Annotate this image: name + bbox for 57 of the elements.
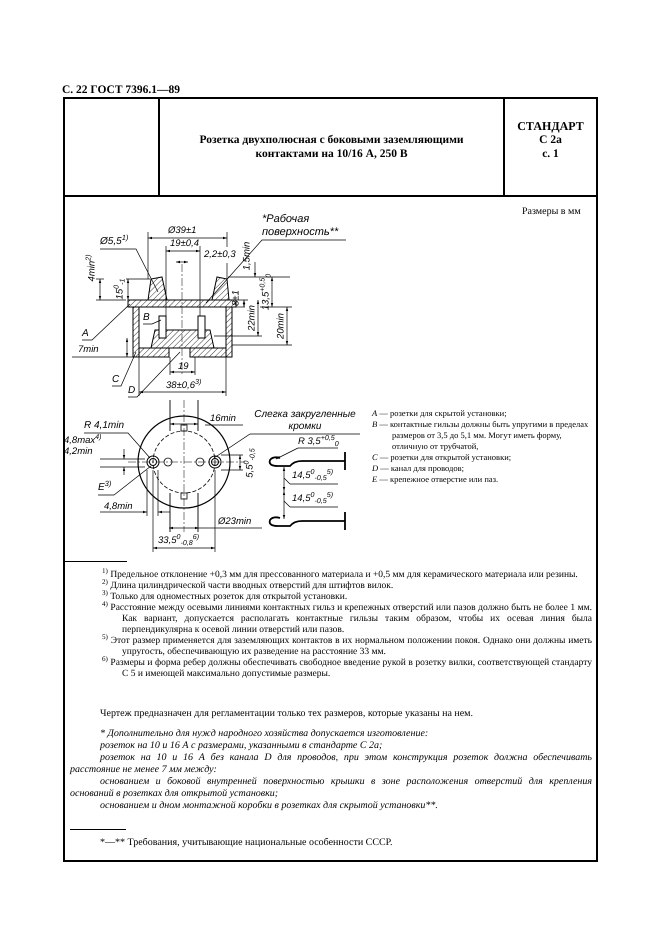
dimension-label: 2,2±0,3	[204, 250, 236, 260]
leader-line	[142, 320, 162, 324]
dimension-label: 7min	[78, 345, 99, 354]
callout-text: D	[128, 385, 136, 397]
footnote: $^{2)}$ Длина цилиндрической части вводных отверстий для штифтов вилок.	[102, 581, 394, 591]
dimension-label: 4,8max$^{4)}$	[64, 436, 102, 446]
footnote: $^{4)}$ Расстояние между осевыми линиями контактных гильз и крепежных отверстий или пазов должно быть не более 1 мм. Как вариант, допускается располагать контактные гильзы таким образом, чтобы их осевая линия была перпендикулярна к осевой линии отверстий или пазов.	[102, 603, 592, 635]
note-text: основанием и боковой внутренней поверхностью крышки в зоне расположения отверстий для крепления оснований в розетках для открытой установки;	[70, 776, 592, 800]
page-header: С. 22 ГОСТ 7396.1—89	[62, 83, 180, 98]
leader-line	[206, 240, 346, 304]
callout-text: *Рабочая поверхность**	[262, 213, 340, 239]
leader-line	[82, 304, 130, 340]
footnote: $^{6)}$ Размеры и форма ребер должны обеспечивать свободное введение рукой в розетку вилки, соответствующей стандарту С 5 и имеющей максимально допустимые размеры.	[102, 658, 592, 680]
dimension-label: Ø39±1	[168, 226, 196, 236]
dimension-label: 19±0,4	[170, 239, 199, 248]
note-text: Чертеж предназначен для регламентации только тех размеров, которые указаны на нем.	[100, 707, 474, 721]
footnote: $^{3)}$ Только для одноместных розеток для открытой установки.	[102, 592, 348, 602]
dimension-label: 20min	[276, 313, 286, 339]
standard-label: с. 1	[542, 147, 559, 161]
dimension-label: 16min	[210, 414, 236, 424]
callout-text: A	[82, 328, 90, 340]
note-text: розеток на 10 и 16 А без канала D для проводов, при этом конструкция розеток должна обеспечивать расстояние не менее 7 мм между:	[70, 752, 592, 776]
units-note: Размеры в мм	[522, 205, 581, 219]
footnote: *—** Требования, учитывающие национальные особенности СССР.	[100, 836, 392, 850]
footnote: $^{1)}$ Предельное отклонение +0,3 мм для прессованного материала и +0,5 мм для керамического материала или резины.	[102, 570, 579, 580]
dimension-label: 22min	[247, 305, 257, 331]
legend-text: A — розетки для скрытой установки;	[372, 408, 508, 419]
callout-text: E$^{3)}$	[98, 482, 112, 494]
leader-line	[128, 352, 180, 398]
callout-text: B	[143, 312, 151, 324]
legend-text: E — крепежное отверстие или паз.	[372, 474, 500, 485]
callout-text: Слегка закругленные кромки	[253, 409, 357, 433]
callout-text: R 4,1min	[84, 420, 126, 432]
callout-text: Ø5,5$^{1)}$	[100, 236, 130, 248]
leader-line	[214, 434, 360, 458]
note-text: розеток на 10 и 16 А с размерами, указанными в стандарте С 2а;	[98, 740, 384, 752]
leader-line	[98, 466, 152, 496]
leader-line	[84, 432, 150, 458]
title: Розетка двухполюсная с боковыми заземляющими контактами на 10/16 А, 250 В	[198, 133, 465, 161]
leader-line	[112, 352, 136, 386]
dimension-label: 1,5min	[242, 242, 252, 270]
legend-text: B — контактные гильзы должны быть упругими в пределах размеров от 3,5 до 5,1 мм. Могут иметь форму, отличную от трубчатой,	[372, 419, 590, 452]
callout-text: C	[112, 374, 120, 386]
legend-text: C — розетки для открытой установки;	[372, 452, 512, 463]
footnote: $^{5)}$ Этот размер применяется для заземляющих контактов в их нормальном положении покоя. Однако они должны иметь упругость, обеспечивающую их разведение на расстояние 33 мм.	[102, 636, 592, 657]
dimension-label: 4,2min	[64, 447, 93, 456]
socket-section-drawing	[128, 264, 236, 376]
dimension-label: Ø23min	[218, 517, 252, 526]
legend-text: D — канал для проводов;	[372, 463, 465, 474]
note-text: основанием и дном монтажной коробки в розетках для скрытой установки**.	[99, 800, 439, 812]
standard-label: СТАНДАРТ	[517, 119, 584, 133]
standard-label: С 2а	[539, 133, 562, 147]
dimension-label: 19	[178, 362, 189, 372]
dimension-label: 4,8min	[104, 502, 133, 512]
dimension-label: 38±0,6$^{3)}$	[166, 381, 202, 390]
leader-line	[100, 248, 158, 292]
note-text: * Дополнительно для нужд народного хозяйства допускается изготовление:	[99, 728, 430, 740]
